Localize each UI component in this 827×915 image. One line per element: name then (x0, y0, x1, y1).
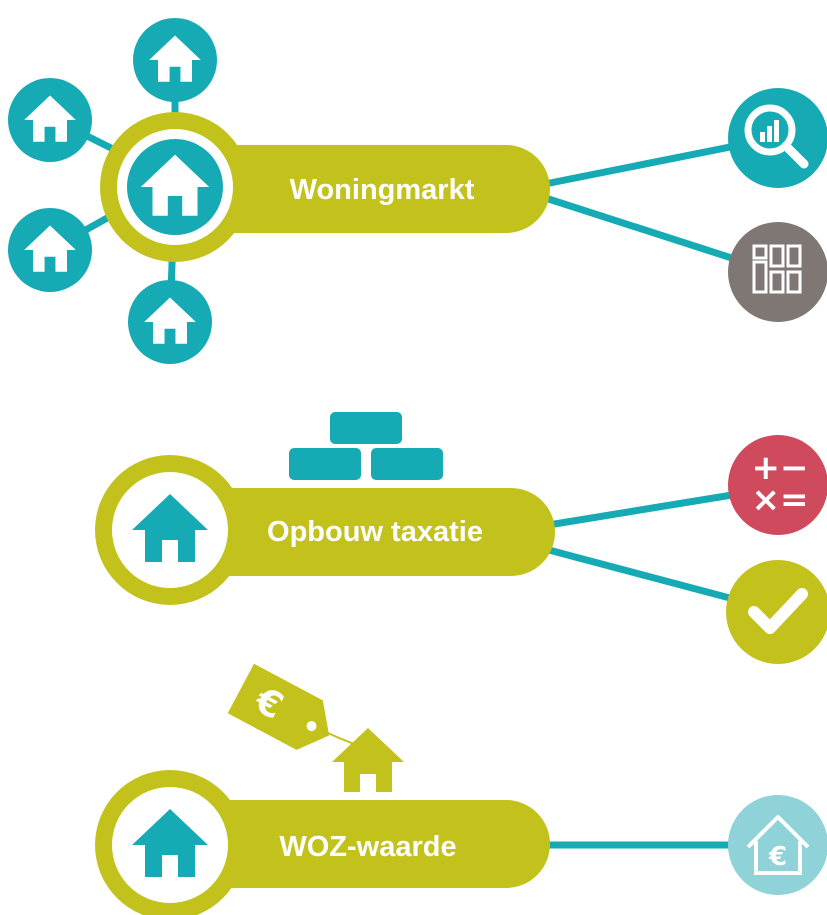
grid-layout-icon (728, 222, 827, 322)
bricks-icon (289, 412, 443, 480)
section-label: Woningmarkt (290, 174, 475, 206)
times-equals-glyph: ×= (752, 480, 809, 520)
satellite-house-icon (133, 18, 217, 102)
house-euro-icon: € (728, 795, 827, 895)
satellite-house-icon (8, 208, 92, 292)
section-woz-waarde: € WOZ-waarde € (95, 663, 827, 915)
search-chart-icon (728, 88, 827, 188)
label-pill (170, 488, 555, 576)
section-woningmarkt: Woningmarkt (8, 18, 827, 364)
hub-house-icon (100, 112, 250, 262)
section-opbouw-taxatie: Opbouw taxatie +− ×= (95, 412, 827, 664)
checkmark-icon (726, 560, 827, 664)
euro-glyph: € (768, 842, 787, 872)
satellite-house-icon (128, 280, 212, 364)
calculator-icon: +− ×= (728, 435, 827, 535)
label-pill (170, 800, 550, 888)
hub-house-icon (95, 770, 245, 915)
plus-minus-glyph: +− (752, 448, 809, 488)
price-tag-house-icon: € (227, 663, 404, 792)
section-label: Opbouw taxatie (267, 516, 483, 548)
label-pill (175, 145, 550, 233)
hub-house-icon (95, 455, 245, 605)
satellite-house-icon (8, 78, 92, 162)
section-label: WOZ-waarde (279, 831, 456, 863)
